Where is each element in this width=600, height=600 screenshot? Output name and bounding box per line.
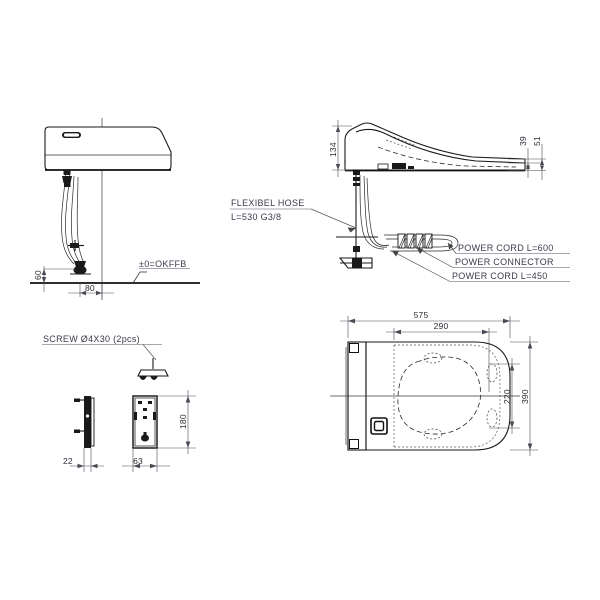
bracket-keyslot	[143, 432, 147, 437]
callout-power-connector: POWER CONNECTOR	[416, 247, 570, 268]
dimension-80: 80	[68, 283, 114, 297]
dimension-575-value: 575	[414, 310, 429, 320]
bracket-side-face	[90, 397, 95, 447]
hose-fitting-top	[63, 170, 71, 175]
bracket-front-inner	[134, 397, 156, 447]
dimension-22: 22	[63, 456, 104, 469]
callout-hose-line1: FLEXIBEL HOSE	[231, 198, 305, 208]
supply-connector	[74, 261, 86, 267]
dimension-180: 180	[178, 390, 191, 454]
bracket-mark-2	[148, 401, 152, 404]
datum-marker-okffb: ±0=OKFFB	[132, 259, 190, 284]
wall-anchor-icon	[137, 358, 169, 380]
view-side-elevation-left: ±0=OKFFB 60 80	[30, 118, 200, 300]
callout-flexible-hose: FLEXIBEL HOSE L=530 G3/8	[230, 198, 357, 233]
supply-stop-valve	[73, 265, 87, 275]
callout-connector-text: POWER CONNECTOR	[455, 257, 554, 267]
bracket-mark-6	[143, 416, 147, 419]
dimension-390: 390	[510, 336, 538, 456]
callout-cord450-text: POWER CORD L=450	[452, 271, 548, 281]
bracket-mark-5	[153, 412, 156, 420]
callout-cord600-text: POWER CORD L=600	[458, 243, 554, 253]
dimension-290: 290	[386, 321, 497, 392]
bracket-keyhole	[141, 434, 149, 442]
bracket-front-body	[132, 395, 158, 449]
dimension-22-value: 22	[63, 456, 73, 466]
bracket-side-hole	[85, 414, 90, 418]
plan-side-button-outer	[370, 417, 388, 435]
plan-bumper-top	[423, 352, 443, 364]
hose-coupling-upper	[62, 176, 72, 183]
plan-corner-tl	[349, 343, 359, 353]
connector-blocks	[397, 233, 433, 249]
dimension-134: 134	[328, 120, 352, 177]
dimension-39-value: 39	[518, 136, 528, 146]
bracket-side-view	[74, 396, 95, 472]
base-detail-a	[377, 163, 389, 170]
dimension-60: 60	[33, 266, 76, 292]
datum-label: ±0=OKFFB	[139, 259, 187, 269]
hose-bundle-left	[61, 170, 91, 275]
stem-valve	[353, 246, 360, 252]
bracket-screw-bottom	[74, 429, 80, 433]
plan-side-button-inner	[373, 420, 385, 432]
bracket-side-body	[84, 396, 91, 448]
callout-power-cord-600: POWER CORD L=600	[447, 242, 570, 254]
power-connector-assembly	[384, 233, 459, 252]
base-detail-c	[408, 166, 414, 169]
stem-fitting-top	[353, 171, 360, 175]
plan-seat-outline	[330, 341, 520, 451]
dimension-51-value: 51	[532, 136, 542, 146]
unit-body-side	[44, 126, 172, 171]
plan-bumper-right-bottom	[486, 408, 498, 428]
callout-screw-text: SCREW Ø4X30 (2pcs)	[43, 334, 140, 344]
dimension-60-value: 60	[33, 270, 43, 280]
bracket-mark-4	[134, 412, 137, 420]
stem-fitting-3	[353, 183, 360, 186]
seat-profile-side	[344, 122, 526, 172]
bracket-mark-3	[143, 408, 147, 411]
dimension-220: 220	[489, 358, 520, 434]
callout-power-cord-450: POWER CORD L=450	[391, 250, 570, 282]
dimension-575: 575	[340, 310, 520, 338]
hose-nut	[64, 183, 71, 187]
stem-fitting-2	[353, 177, 360, 181]
control-button-inner	[64, 133, 79, 137]
dimension-39-51: 39 51	[508, 136, 546, 180]
bracket-screw-top	[74, 398, 80, 402]
base-detail-b	[392, 163, 406, 169]
view-plan: 575 290 220 390	[330, 310, 538, 456]
view-side-elevation-right: 134 39 51	[230, 120, 570, 282]
bracket-front-view	[132, 395, 196, 472]
dimension-63-value: 63	[133, 456, 143, 466]
plan-bumper-bottom	[423, 428, 443, 440]
dimension-80-value: 80	[85, 283, 95, 293]
dimension-134-value: 134	[328, 142, 338, 157]
callout-screw: SCREW Ø4X30 (2pcs)	[42, 334, 162, 361]
bracket-mark-1	[138, 401, 142, 404]
callout-hose-line2: L=530 G3/8	[231, 212, 281, 222]
dimension-290-value: 290	[434, 321, 449, 331]
dimension-220-value: 220	[502, 389, 512, 404]
dimension-180-value: 180	[178, 414, 188, 429]
dimension-63: 63	[122, 456, 170, 469]
view-bracket-detail: SCREW Ø4X30 (2pcs) 2	[42, 334, 196, 472]
hose-cord-stem-right	[336, 171, 390, 269]
plan-corner-bl	[349, 439, 359, 449]
dimension-390-value: 390	[520, 389, 530, 404]
